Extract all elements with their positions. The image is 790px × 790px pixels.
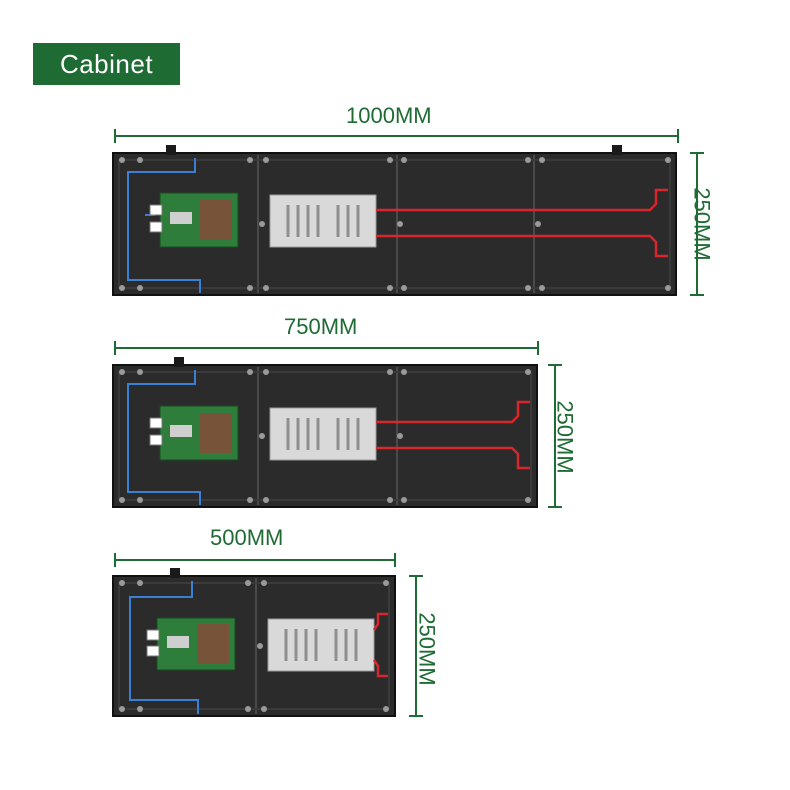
height-dimension-line-1000	[690, 152, 704, 296]
width-dimension-line-500	[114, 553, 396, 567]
cabinet-500	[112, 553, 423, 717]
width-label-750: 750MM	[284, 314, 358, 339]
power-cable-750	[376, 400, 530, 470]
cabinet-1000	[112, 129, 704, 296]
power-supply-750	[269, 407, 377, 461]
data-cable-750	[127, 370, 201, 505]
cabinet-750	[112, 341, 562, 508]
height-dimension-line-750	[548, 364, 562, 508]
width-dimension-line-750	[114, 341, 539, 355]
cabinet-badge: Cabinet	[33, 43, 180, 85]
height-dimension-line-500	[409, 575, 423, 717]
power-supply-1000	[269, 194, 377, 248]
width-label-1000: 1000MM	[346, 103, 432, 128]
power-cable-1000	[376, 188, 668, 258]
receiving-card-500	[146, 617, 236, 671]
receiving-card-750	[149, 405, 239, 461]
receiving-card-1000	[149, 192, 239, 248]
power-cable-500	[372, 612, 388, 678]
power-supply-500	[267, 618, 375, 672]
width-label-500: 500MM	[210, 525, 284, 550]
data-cable-500	[129, 581, 199, 714]
width-dimension-line-1000	[114, 129, 679, 143]
